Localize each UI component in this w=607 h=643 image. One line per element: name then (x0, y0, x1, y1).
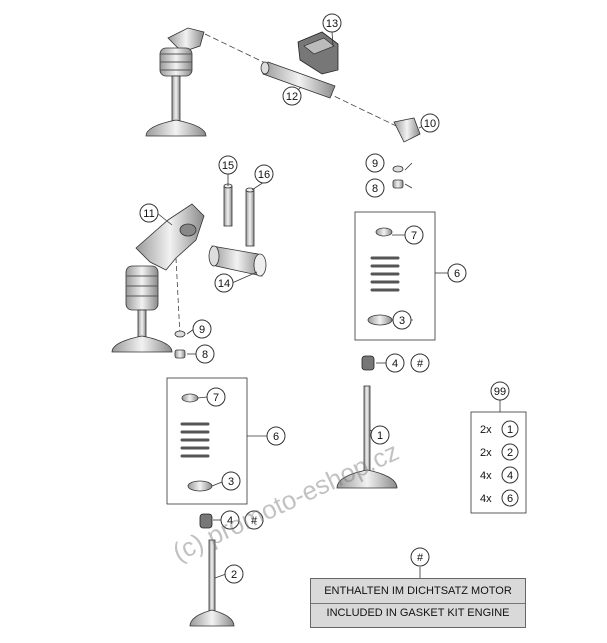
svg-text:2: 2 (231, 569, 237, 581)
note-line-german: ENTHALTEN IM DICHTSATZ MOTOR (324, 585, 512, 597)
svg-text:4: 4 (227, 515, 233, 527)
callout-2: 2 (224, 564, 244, 584)
svg-text:4: 4 (392, 358, 398, 370)
callout-12: 12 (282, 86, 302, 106)
callout-15: 15 (218, 155, 238, 175)
svg-text:9: 9 (372, 158, 378, 170)
callout-7-left: 7 (206, 387, 226, 407)
rocker-shaft-12 (260, 61, 336, 99)
spring-set-left (180, 393, 213, 492)
svg-text:2x: 2x (480, 447, 492, 459)
callout-8-left: 8 (195, 344, 215, 364)
callout-3-left: 3 (221, 471, 241, 491)
spring-group-box-right (354, 211, 436, 341)
callout-hash-note: # (410, 547, 430, 567)
callout-8-right: 8 (365, 178, 385, 198)
kit-row-1: 2x 1 (480, 420, 519, 438)
callout-14: 14 (214, 273, 234, 293)
middle-valve-spring-assembly (111, 265, 173, 353)
svg-text:2x: 2x (480, 424, 492, 436)
callout-6-right: 6 (447, 263, 467, 283)
callout-hash-right: # (410, 353, 430, 373)
svg-text:#: # (417, 358, 424, 370)
callout-hash-left: # (244, 510, 264, 530)
svg-text:8: 8 (202, 349, 208, 361)
svg-text:1: 1 (507, 424, 513, 436)
svg-text:2: 2 (507, 447, 513, 459)
svg-text:6: 6 (507, 493, 513, 505)
top-valve-spring-assembly (145, 27, 207, 137)
rocker-arm-11 (135, 203, 205, 271)
callout-9-right: 9 (365, 153, 385, 173)
svg-text:9: 9 (199, 324, 205, 336)
valve-seal-right (361, 355, 375, 371)
rocker-pins-15-16 (223, 183, 255, 247)
note-line-english: INCLUDED IN GASKET KIT ENGINE (326, 607, 510, 619)
svg-text:6: 6 (273, 431, 279, 443)
callout-9-left: 9 (192, 319, 212, 339)
valve-cotter-parts-left (174, 330, 186, 359)
svg-text:#: # (417, 552, 424, 564)
svg-text:6: 6 (454, 268, 460, 280)
callout-4-left: 4 (220, 510, 240, 530)
callout-16: 16 (254, 164, 274, 184)
note-divider (311, 603, 525, 604)
spring-set-right (367, 227, 400, 326)
svg-text:14: 14 (218, 278, 230, 290)
rocker-shaft-14 (208, 245, 267, 277)
callout-4-right: 4 (385, 353, 405, 373)
svg-text:#: # (251, 515, 258, 527)
callout-6-left: 6 (266, 426, 286, 446)
svg-text:7: 7 (411, 230, 417, 242)
svg-text:1: 1 (377, 430, 383, 442)
bracket-13 (297, 31, 339, 75)
svg-text:8: 8 (372, 183, 378, 195)
kit-row-2: 2x 2 (480, 443, 519, 461)
valve-seal-left (199, 513, 213, 529)
kit-row-4: 4x 6 (480, 489, 519, 507)
svg-text:4x: 4x (480, 493, 492, 505)
svg-text:7: 7 (213, 392, 219, 404)
valve-2 (189, 539, 235, 627)
callout-99: 99 (490, 381, 510, 401)
valve-cotter-parts-right (392, 165, 404, 189)
svg-text:99: 99 (494, 386, 506, 398)
svg-text:15: 15 (222, 160, 234, 172)
gasket-kit-note: ENTHALTEN IM DICHTSATZ MOTOR INCLUDED IN… (310, 578, 526, 628)
callout-11: 11 (139, 203, 159, 223)
callout-7-right: 7 (404, 225, 424, 245)
svg-text:3: 3 (399, 315, 405, 327)
svg-text:16: 16 (258, 169, 270, 181)
spring-group-box-left (166, 377, 248, 505)
callout-10: 10 (420, 113, 440, 133)
callout-13: 13 (322, 13, 342, 33)
svg-text:10: 10 (424, 118, 436, 130)
svg-text:11: 11 (143, 208, 154, 220)
svg-text:13: 13 (326, 18, 338, 30)
svg-text:3: 3 (228, 476, 234, 488)
svg-text:4: 4 (507, 470, 513, 482)
svg-text:12: 12 (286, 91, 298, 103)
callout-1: 1 (370, 425, 390, 445)
kit-row-3: 4x 4 (480, 466, 519, 484)
svg-text:4x: 4x (480, 470, 492, 482)
callout-3-right: 3 (392, 310, 412, 330)
rocker-end-10 (393, 117, 421, 143)
